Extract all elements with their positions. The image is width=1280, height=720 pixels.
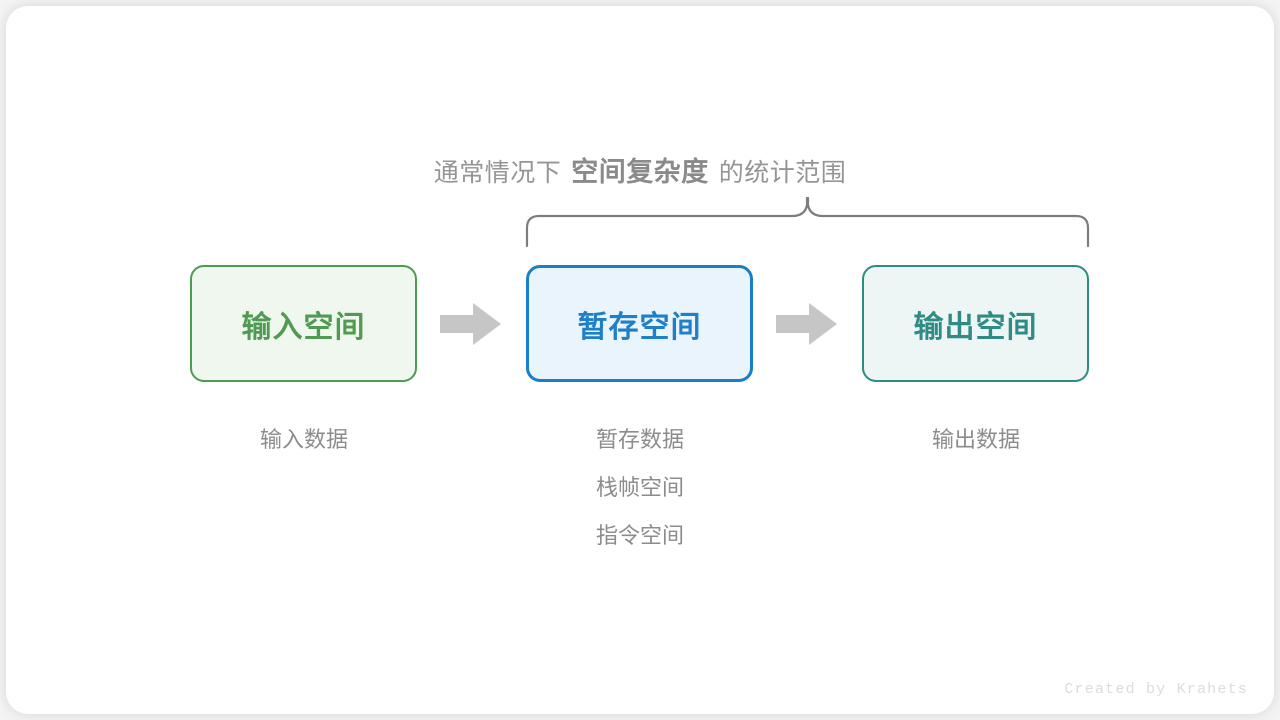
caption-suffix: 的统计范围: [718, 159, 847, 187]
arrow-right-icon: [776, 302, 838, 346]
box-output-space-label: 输出空间: [913, 310, 1038, 344]
subcaption-line: 输入数据: [259, 427, 348, 452]
box-input-space[interactable]: 输入空间: [190, 265, 417, 382]
subcaption-line: 栈帧空间: [595, 475, 684, 500]
scope-brace: [515, 196, 1100, 248]
box-output-space[interactable]: 输出空间: [862, 265, 1089, 382]
arrow-right-icon: [440, 302, 502, 346]
watermark: Created by Krahets: [1064, 681, 1248, 698]
subcaption-line: 指令空间: [595, 523, 684, 548]
subcaption-line: 输出数据: [931, 427, 1020, 452]
caption-prefix: 通常情况下: [433, 159, 562, 187]
brace-caption: 通常情况下空间复杂度的统计范围: [0, 150, 1280, 189]
subcaption-output: 输出数据: [846, 416, 1106, 464]
box-temp-space[interactable]: 暂存空间: [526, 265, 753, 382]
subcaption-input: 输入数据: [174, 416, 434, 464]
box-input-space-label: 输入空间: [241, 310, 366, 344]
subcaption-line: 暂存数据: [595, 427, 684, 452]
box-temp-space-label: 暂存空间: [577, 310, 702, 344]
subcaption-temp: 暂存数据 栈帧空间 指令空间: [510, 416, 770, 560]
caption-emphasis: 空间复杂度: [571, 157, 709, 187]
